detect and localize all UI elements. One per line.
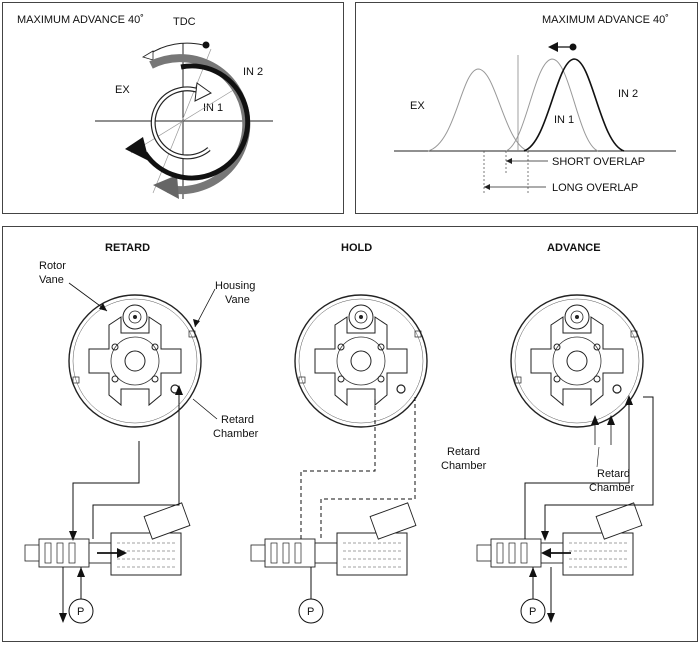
in1-lift-curve: [505, 58, 599, 152]
hold-pump-icon: [298, 598, 324, 624]
valve-timing-circle-panel: MAXIMUM ADVANCE 40˚ TDC EX IN 2 IN 1: [2, 2, 344, 214]
valve-lift-curve-panel: MAXIMUM ADVANCE 40˚ EX IN 1 IN 2 SHORT O…: [355, 2, 698, 214]
in2-arrowhead: [153, 175, 179, 199]
retard-chamber-label-3b: Chamber: [589, 482, 635, 494]
retard-title: RETARD: [105, 242, 150, 254]
housing-label: Housing: [215, 280, 255, 292]
advance-dot: [569, 43, 577, 51]
max-advance-title: MAXIMUM ADVANCE 40˚: [17, 14, 144, 26]
vane-label: Vane: [39, 274, 64, 286]
in2-curve-label: IN 2: [618, 88, 638, 100]
cam-dot: [202, 41, 210, 49]
advance-pump-label: P: [529, 606, 536, 618]
advance-arc: [147, 42, 204, 56]
retard-chamber-label-2b: Chamber: [441, 460, 487, 472]
retard-chamber-label-1: Retard: [221, 414, 254, 426]
ex-curve-label: EX: [410, 100, 425, 112]
max-advance-title-right: MAXIMUM ADVANCE 40˚: [542, 14, 669, 26]
in1-label: IN 1: [203, 102, 223, 114]
in2-label: IN 2: [243, 66, 263, 78]
advance-left-arrow: [548, 42, 558, 52]
hold-pump-label: P: [307, 606, 314, 618]
ex-arc: [151, 87, 210, 159]
retard-chamber-label-2: Retard: [447, 446, 480, 458]
ex-arrowhead: [194, 82, 212, 102]
short-overlap-label: SHORT OVERLAP: [552, 156, 645, 168]
retard-pump-label: P: [77, 606, 84, 618]
housing-vane-label: Vane: [225, 294, 250, 306]
ex-lift-curve: [427, 68, 529, 152]
retard-pump-icon: [68, 598, 94, 624]
advance-control-valve: [476, 502, 643, 576]
hold-control-valve: [250, 502, 417, 576]
tdc-label: TDC: [173, 16, 196, 28]
advance-pump-icon: [520, 598, 546, 624]
rotor-label: Rotor: [39, 260, 66, 272]
in1-arrowhead: [125, 137, 149, 161]
retard-chamber-label-1b: Chamber: [213, 428, 259, 440]
in2-lift-curve: [523, 58, 625, 152]
advance-phaser: [510, 294, 644, 428]
hold-phaser: [294, 294, 428, 428]
long-overlap-label: LONG OVERLAP: [552, 182, 638, 194]
oil-control-modes-panel: RETARD HOLD ADVANCE Rotor Vane Housing V…: [2, 226, 698, 642]
oil-control-modes-diagram: RETARD HOLD ADVANCE Rotor Vane Housing V…: [24, 242, 654, 624]
in1-arc: [142, 63, 251, 181]
hold-title: HOLD: [341, 242, 372, 254]
in1-curve-label: IN 1: [554, 114, 574, 126]
advance-title: ADVANCE: [547, 242, 601, 254]
valve-timing-circle-diagram: MAXIMUM ADVANCE 40˚ TDC EX IN 2 IN 1: [17, 14, 273, 199]
valve-lift-curve-diagram: MAXIMUM ADVANCE 40˚ EX IN 1 IN 2 SHORT O…: [394, 14, 676, 194]
retard-control-valve: [24, 502, 191, 576]
retard-phaser: [68, 294, 202, 428]
retard-chamber-label-3: Retard: [597, 468, 630, 480]
advance-arrowhead: [142, 50, 154, 61]
ex-label: EX: [115, 84, 130, 96]
